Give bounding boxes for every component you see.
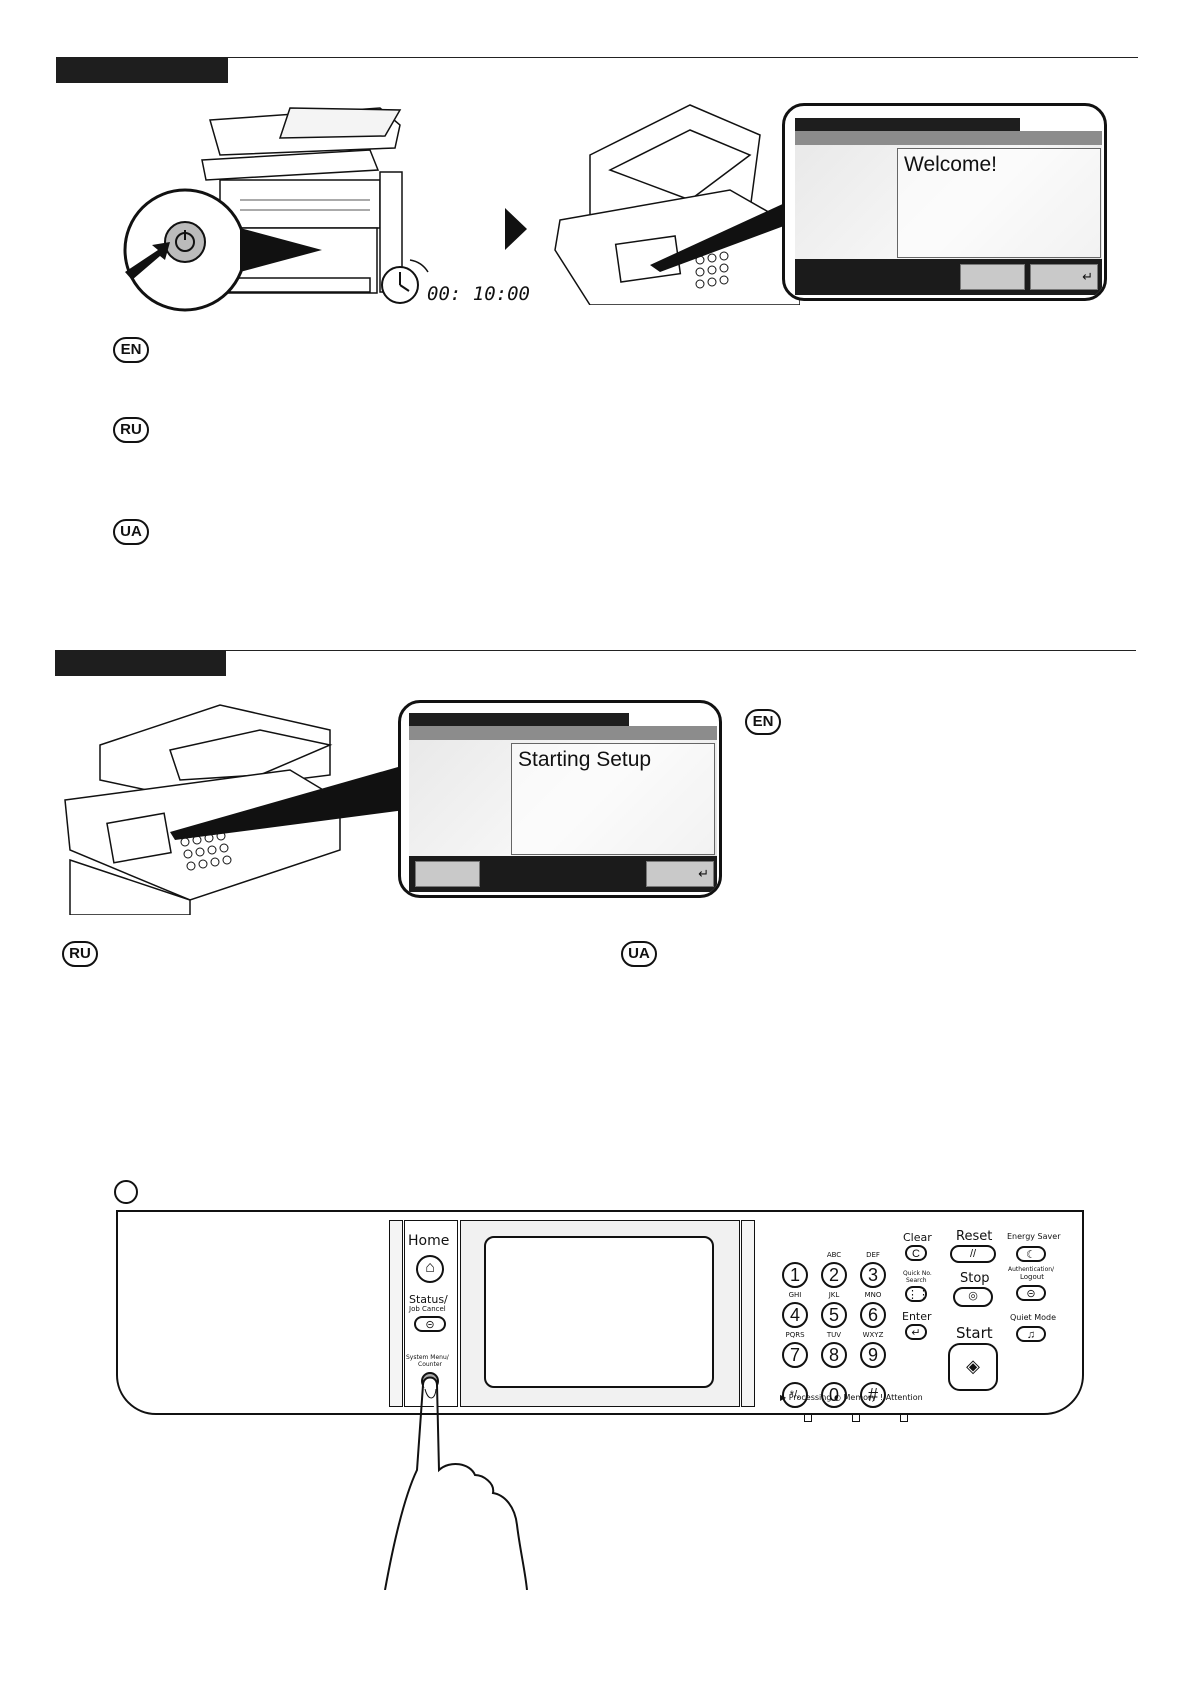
enter-button[interactable]: ↵ [905,1324,927,1340]
job-cancel-label: Job Cancel [409,1305,446,1313]
starting-setup-screen-callout: Starting Setup ↵ [398,700,722,898]
keypad-key-3[interactable]: 3 [860,1262,886,1288]
reset-button[interactable]: // [950,1245,996,1263]
attention-led [900,1414,908,1422]
screen-title-bar [409,713,629,726]
enter-label: Enter [902,1310,932,1323]
screen-title-bar [795,118,1020,131]
printer-power-illustration [123,107,429,312]
starting-setup-message: Starting Setup [511,743,715,855]
home-label: Home [408,1233,450,1249]
memory-text: Memory [843,1393,877,1402]
operation-panel [116,1210,1084,1415]
quick-no-label: Quick No. [903,1270,932,1277]
keypad-letters-8: TUV [826,1331,842,1339]
screen-button-next[interactable]: ↵ [1030,264,1098,290]
welcome-message: Welcome! [897,148,1101,258]
stop-button[interactable]: ◎ [953,1287,993,1307]
memory-indicator-label: ◐ Memory [834,1393,877,1402]
authentication-label: Authentication/ [1008,1266,1055,1273]
lang-badge-ua: UA [113,519,149,545]
screen-button-back[interactable] [415,861,480,887]
counter-label: Counter [418,1361,442,1368]
keypad-letters-9: WXYZ [862,1331,884,1339]
stop-label: Stop [960,1271,990,1286]
right-divider-strip [741,1220,755,1407]
memory-led [852,1414,860,1422]
screen-header-band [409,726,717,740]
lang-badge-en: EN [113,337,149,363]
section-2-header-bar [55,650,226,676]
keypad-key-11[interactable]: 0 [821,1382,847,1408]
keypad-key-12[interactable]: # [860,1382,886,1408]
lang-badge-ua: UA [621,941,657,967]
attention-indicator-label: ! Attention [880,1393,923,1402]
search-label: Search [906,1277,927,1284]
start-label: Start [956,1324,993,1342]
keypad-key-1[interactable]: 1 [782,1262,808,1288]
screen-button-left[interactable] [960,264,1025,290]
keypad-key-5[interactable]: 5 [821,1302,847,1328]
reset-label: Reset [956,1229,993,1244]
keypad-letters-6: MNO [864,1291,882,1299]
keypad-key-6[interactable]: 6 [860,1302,886,1328]
section-1-rule [228,57,1138,58]
system-menu-label: System Menu/ [406,1354,449,1361]
keypad-key-10[interactable]: */. [782,1382,808,1408]
processing-led [804,1414,812,1422]
keypad-letters-3: DEF [866,1251,880,1259]
keypad-letters-2: ABC [826,1251,842,1259]
timer-readout: 00: 10:00 [427,283,530,305]
clear-button[interactable]: C [905,1245,927,1261]
quiet-mode-label: Quiet Mode [1010,1313,1056,1322]
quick-no-search-button[interactable]: ⋮⋮ [905,1286,929,1302]
finger-pointer-illustration [384,1376,528,1590]
keypad-key-9[interactable]: 9 [860,1342,886,1368]
authentication-logout-button[interactable]: ⊝ [1016,1285,1046,1301]
screen-header-band [795,131,1102,145]
section-2-rule [226,650,1136,651]
processing-text: Processing [788,1393,832,1402]
start-button[interactable]: ◈ [948,1343,998,1391]
lang-badge-ru: RU [113,417,149,443]
keypad-key-7[interactable]: 7 [782,1342,808,1368]
keypad-key-2[interactable]: 2 [821,1262,847,1288]
clear-label: Clear [903,1231,932,1244]
lang-badge-en: EN [745,709,781,735]
attention-text: Attention [885,1393,923,1402]
screen-button-next[interactable]: ↵ [646,861,714,887]
status-label: Status/ [409,1293,448,1306]
keypad-letters-7: PQRS [785,1331,805,1339]
processing-indicator-label: ▶ Processing [780,1393,832,1402]
printer-closeup-illustration-2 [64,704,405,915]
home-button[interactable]: ⌂ [416,1255,444,1283]
energy-saver-label: Energy Saver [1007,1232,1061,1241]
left-divider-strip [389,1220,403,1407]
home-column [404,1220,458,1407]
printer-closeup-illustration [554,104,800,305]
keypad-letters-4: GHI [788,1291,802,1299]
energy-saver-button[interactable]: ☾ [1016,1246,1046,1262]
quiet-mode-button[interactable]: ♫ [1016,1326,1046,1342]
section-1-header-bar [56,57,228,83]
keypad-key-8[interactable]: 8 [821,1342,847,1368]
next-arrow-icon [505,208,527,250]
keypad-key-4[interactable]: 4 [782,1302,808,1328]
lang-badge-ru: RU [62,941,98,967]
step-circle-marker [114,1180,138,1204]
logout-label: Logout [1020,1273,1044,1281]
welcome-screen-callout: Welcome! ↵ [782,103,1107,301]
keypad-letters-5: JKL [828,1291,840,1299]
status-job-cancel-button[interactable]: ⊝ [414,1316,446,1332]
touch-panel-display[interactable] [484,1236,714,1388]
